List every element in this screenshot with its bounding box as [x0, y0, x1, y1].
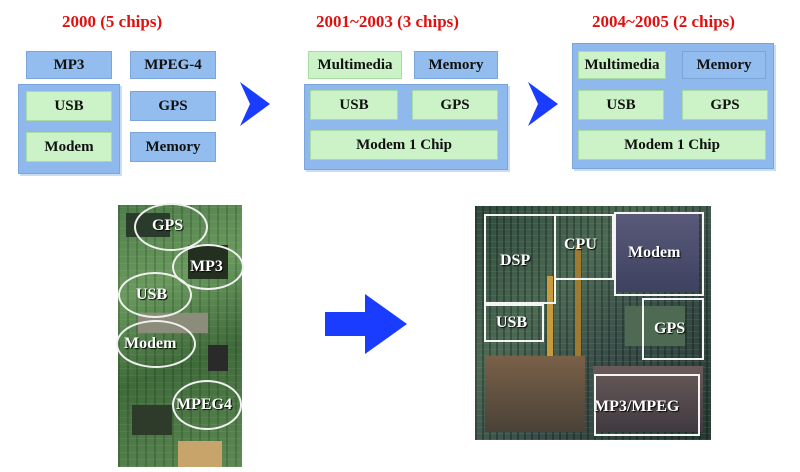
chip-gps: GPS: [130, 91, 216, 121]
die-label-cpu: CPU: [564, 236, 597, 253]
die-label-modem: Modem: [628, 244, 681, 261]
chip-multimedia: Multimedia: [578, 51, 666, 79]
chip-modem: Modem: [26, 132, 112, 162]
die-box-modem: [614, 212, 704, 296]
die-box-cpu: [554, 214, 614, 280]
chip-die-photo: [475, 206, 711, 440]
chip-gps: GPS: [682, 90, 768, 120]
chip-memory: Memory: [130, 132, 216, 162]
arrow-right-icon: [325, 294, 407, 354]
board-ellipse-usb: [118, 272, 192, 318]
chip-usb: USB: [310, 90, 398, 120]
die-box-usb: [484, 304, 544, 342]
board-label-mp3: MP3: [190, 258, 223, 275]
chip-modem-1-chip: Modem 1 Chip: [578, 130, 766, 160]
board-label-usb: USB: [136, 286, 168, 303]
die-box-mp3-mpeg: [594, 374, 700, 436]
board-label-modem: Modem: [124, 335, 177, 352]
board-label-gps: GPS: [152, 217, 184, 234]
board-ellipse-mpeg4: [172, 380, 242, 430]
board-ellipse-mp3: [172, 244, 244, 290]
arrow-right-icon: [240, 82, 270, 126]
arrow-right-icon: [528, 82, 558, 126]
chip-memory: Memory: [414, 51, 498, 79]
chip-multimedia: Multimedia: [308, 51, 402, 79]
board-label-mpeg4: MPEG4: [176, 396, 232, 413]
chip-mpeg4: MPEG-4: [130, 51, 216, 79]
stage-1-title: 2000 (5 chips): [62, 12, 163, 31]
die-label-mp3-mpeg: MP3/MPEG: [594, 398, 680, 415]
die-label-usb: USB: [496, 314, 528, 331]
board-ellipse-gps: [134, 203, 208, 251]
die-label-dsp: DSP: [500, 252, 531, 269]
die-box-gps: [642, 298, 704, 360]
chip-gps: GPS: [412, 90, 498, 120]
die-label-gps: GPS: [654, 320, 686, 337]
stage-2-title: 2001~2003 (3 chips): [316, 12, 459, 31]
chip-usb: USB: [578, 90, 664, 120]
chip-mp3: MP3: [26, 51, 112, 79]
chip-modem-1-chip: Modem 1 Chip: [310, 130, 498, 160]
chip-usb: USB: [26, 91, 112, 121]
chip-memory: Memory: [682, 51, 766, 79]
board-ellipse-modem: [116, 320, 196, 368]
stage-3-title: 2004~2005 (2 chips): [592, 12, 735, 31]
